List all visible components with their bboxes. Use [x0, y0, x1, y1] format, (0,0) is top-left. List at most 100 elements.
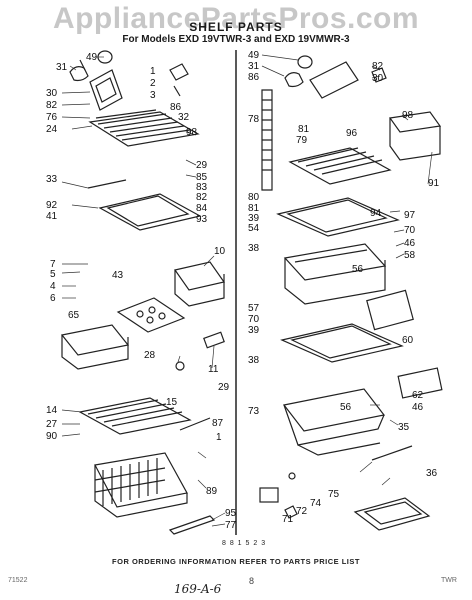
callout-5-left: 5	[50, 269, 56, 280]
callout-14-left: 14	[46, 405, 58, 416]
glass-shelf-left-part-icon	[87, 179, 202, 231]
watermark: AppliancePartsPros.com	[52, 2, 420, 35]
callout-93-left: 93	[196, 214, 208, 225]
callout-91-right: 91	[428, 178, 440, 189]
callout-1-left: 1	[150, 66, 156, 77]
callout-54-right: 54	[248, 223, 260, 234]
callout-87-left: 87	[212, 418, 224, 429]
callout-3-left: 3	[150, 90, 156, 101]
drawer-front-panel-icon	[366, 289, 414, 331]
shelf-rail-part-icon	[179, 417, 211, 431]
callout-29b-left: 29	[218, 382, 230, 393]
callout-39-right: 39	[248, 213, 260, 224]
callout-49-left: 49	[86, 52, 98, 63]
callout-11-left: 11	[208, 364, 219, 375]
callout-27-left: 27	[46, 419, 58, 430]
callout-82-right: 82	[372, 61, 384, 72]
wire-shelf-upper-part-icon	[88, 109, 200, 147]
callout-39b-right: 39	[248, 325, 260, 336]
callout-36-right: 36	[426, 468, 438, 479]
wire-shelf-right-part-icon	[288, 147, 392, 185]
callout-56b-right: 56	[340, 402, 352, 413]
crisper-cover-part-icon	[353, 497, 431, 531]
callout-24-left: 24	[46, 124, 58, 135]
callout-77-left: 77	[225, 520, 237, 531]
callout-31-right: 31	[248, 61, 260, 72]
callout-60-right: 60	[402, 335, 414, 346]
callout-4-left: 4	[50, 281, 56, 292]
handwritten-code: 169-A-6	[174, 582, 222, 596]
diagram-title: SHELF PARTS	[189, 20, 283, 34]
callout-86-right: 86	[248, 72, 260, 83]
callout-33-left: 33	[46, 174, 58, 185]
callout-7-left: 7	[50, 259, 56, 270]
callout-46b-right: 46	[412, 402, 424, 413]
callout-90-left: 90	[46, 431, 58, 442]
callout-2-left: 2	[150, 78, 156, 89]
ordering-note: FOR ORDERING INFORMATION REFER TO PARTS …	[112, 557, 360, 566]
callout-81b-right: 81	[248, 203, 260, 214]
callout-30-left: 30	[46, 88, 58, 99]
callout-70b-right: 70	[248, 314, 260, 325]
callout-79-right: 79	[296, 135, 308, 146]
callout-38b-right: 38	[248, 355, 260, 366]
crisper-drawer-lower-part-icon	[282, 388, 386, 456]
callout-83-left: 83	[196, 182, 208, 193]
trim-strip-part-icon	[168, 515, 216, 535]
callout-73-right: 73	[248, 406, 260, 417]
callout-78-right: 78	[248, 114, 260, 125]
callout-6-left: 6	[50, 293, 56, 304]
callout-38-right: 38	[248, 243, 260, 254]
callout-92-left: 92	[46, 200, 58, 211]
callout-28-left: 28	[144, 350, 156, 361]
callout-62-right: 62	[412, 390, 424, 401]
callout-70-right: 70	[404, 225, 416, 236]
callout-43-left: 43	[112, 270, 124, 281]
callout-10-left: 10	[214, 246, 226, 257]
callout-76-left: 76	[46, 112, 58, 123]
right-corner-code: TWR	[441, 577, 457, 584]
callout-57-right: 57	[248, 303, 260, 314]
callout-leader-lines	[61, 54, 433, 527]
glass-shelf-lower-right-part-icon	[280, 323, 404, 363]
callout-31-left: 31	[56, 62, 68, 73]
diagram-code: 8 8 1 5 2 3	[222, 540, 267, 547]
callout-98-left: 98	[186, 127, 198, 138]
callout-98-right: 98	[402, 110, 414, 121]
butter-dish-part-icon	[60, 324, 130, 370]
callout-86-left: 86	[170, 102, 182, 113]
shelf-ladder-part-icon	[261, 89, 273, 191]
callout-15-left: 15	[166, 397, 178, 408]
egg-tray-part-icon	[116, 297, 186, 333]
glass-shelf-right-part-icon	[276, 197, 400, 237]
callout-95-left: 95	[225, 508, 237, 519]
callout-49-right: 49	[248, 50, 260, 61]
callout-96-right: 96	[346, 128, 358, 139]
callout-41-left: 41	[46, 211, 58, 222]
page-marker: 8	[249, 576, 255, 586]
callout-56-right: 56	[352, 264, 364, 275]
callout-97-right: 97	[404, 210, 416, 221]
callout-71-right: 71	[282, 514, 294, 525]
crisper-drawer-upper-part-icon	[283, 243, 387, 305]
callout-74-right: 74	[310, 498, 322, 509]
callout-82b-left: 82	[196, 192, 208, 203]
shelf-support-knob-icon	[175, 361, 185, 371]
wire-basket-part-icon	[94, 452, 188, 518]
callout-46-right: 46	[404, 238, 416, 249]
callout-1b-left: 1	[216, 432, 222, 443]
left-corner-code: 71522	[8, 577, 28, 584]
callout-65-left: 65	[68, 310, 80, 321]
small-bin-part-icon	[173, 261, 226, 307]
callout-94-right: 94	[370, 208, 382, 219]
callout-72-right: 72	[296, 506, 308, 517]
diagram-subtitle: For Models EXD 19VTWR-3 and EXD 19VMWR-3	[122, 34, 350, 45]
hinge-hardware-part-icon	[259, 472, 298, 519]
callout-58-right: 58	[404, 250, 416, 261]
callout-85-left: 85	[196, 172, 208, 183]
callout-81-right: 81	[298, 124, 310, 135]
callout-32-left: 32	[178, 112, 190, 123]
door-bin-part-icon	[388, 111, 442, 161]
